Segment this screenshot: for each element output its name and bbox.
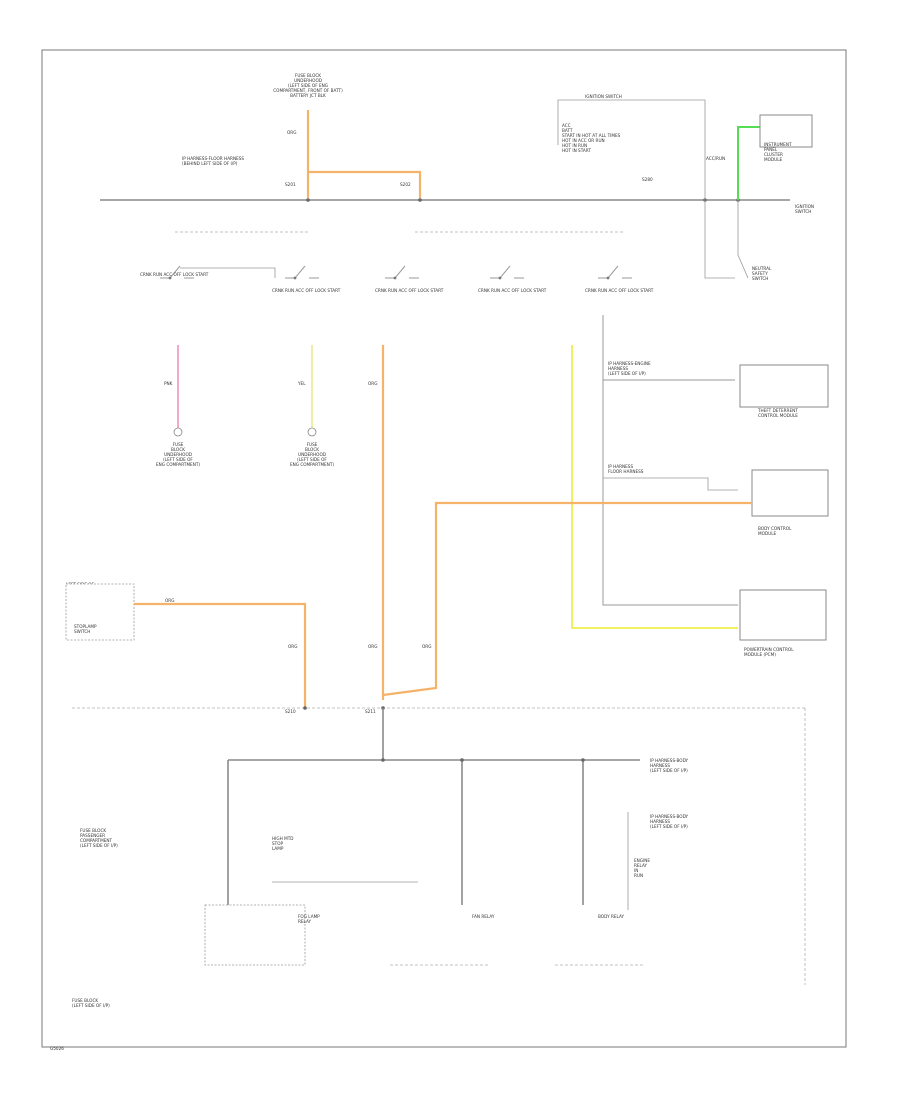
lower-dist-node-center xyxy=(381,758,385,762)
top-conn-right: S202 xyxy=(400,182,411,187)
switch-4-contact xyxy=(490,265,524,279)
top-wire-org-label: ORG xyxy=(287,130,296,135)
green-wire xyxy=(737,126,760,200)
org-wire-label: ORG xyxy=(368,381,377,386)
left-org-wire xyxy=(134,602,307,708)
bus-splice-a: S210 xyxy=(285,709,296,714)
left-vert-org: ORG xyxy=(288,644,297,649)
switch-5-node xyxy=(606,276,610,280)
switch-2-contact xyxy=(285,265,319,279)
center-vert-org: ORG xyxy=(368,644,377,649)
powertrain-control-module-box xyxy=(739,589,827,641)
lower-dist-node-2 xyxy=(460,758,464,762)
gray-wire-c xyxy=(603,477,738,491)
switch-3-contact xyxy=(385,265,419,279)
lower-dist-node-3 xyxy=(581,758,585,762)
switch-3-node xyxy=(393,276,397,280)
bus-splice-b: S211 xyxy=(365,709,376,714)
bottom-ref: FUSE BLOCK(LEFT SIDE OF I/P) xyxy=(72,998,110,1008)
pink-wire-terminal xyxy=(173,427,183,437)
body-control-module-box xyxy=(751,469,829,517)
right-drop-left xyxy=(704,200,735,279)
pink-wire-label: PNK xyxy=(164,381,173,386)
top-right-acc: ACC/RUN xyxy=(706,156,725,161)
relay-3-label: BODY RELAY xyxy=(598,914,625,919)
top-right-switch-label: IGNITION SWITCH xyxy=(585,94,622,99)
top-right-switch-frame xyxy=(557,99,706,200)
relay-2-label: FAN RELAY xyxy=(472,914,495,919)
switch-4-node xyxy=(498,276,502,280)
top-bus-node-left xyxy=(306,198,310,202)
top-bus-node-right xyxy=(418,198,422,202)
relay-1-box xyxy=(204,904,306,966)
stoplamp-switch-box xyxy=(65,583,135,641)
right-drop-switch xyxy=(737,200,749,279)
switch-2-terms: CRNK RUN ACC OFF LOCK START xyxy=(272,288,341,293)
gray-wire-b xyxy=(602,380,738,606)
lt-yel-wire-terminal xyxy=(307,427,317,437)
footer-code: G5026 xyxy=(50,1046,64,1051)
top-conn-left: S201 xyxy=(285,182,296,187)
top-splice-ref: IP HARNESS-FLOOR HARNESS(BEHIND LEFT SID… xyxy=(182,156,244,166)
left-wire-org-label: ORG xyxy=(165,598,174,603)
switch-1-link xyxy=(180,267,276,278)
switch-4-terms: CRNK RUN ACC OFF LOCK START xyxy=(478,288,547,293)
switch-1-node xyxy=(168,276,172,280)
right-vert-org: ORG xyxy=(422,644,431,649)
theft-deterrent-module-box xyxy=(739,364,829,408)
top-org-wire-branch xyxy=(308,170,422,198)
switch-2-node xyxy=(293,276,297,280)
top-right-splice: S280 xyxy=(642,177,653,182)
lt-yel-wire-label: YEL xyxy=(297,381,306,386)
diagram-frame xyxy=(41,49,847,1048)
switch-3-terms: CRNK RUN ACC OFF LOCK START xyxy=(375,288,444,293)
switch-5-terms: CRNK RUN ACC OFF LOCK START xyxy=(585,288,654,293)
switch-5-contact xyxy=(598,265,632,279)
org-branch-to-bcm xyxy=(382,501,752,697)
lower-bus-node-left xyxy=(303,706,307,710)
yellow-wire xyxy=(571,345,738,629)
instrument-cluster-module-box xyxy=(759,114,813,148)
ignition-switch-row: CRNK RUN ACC OFF LOCK START CRNK RUN ACC… xyxy=(140,265,654,293)
switch-1-terms: CRNK RUN ACC OFF LOCK START xyxy=(140,272,209,277)
